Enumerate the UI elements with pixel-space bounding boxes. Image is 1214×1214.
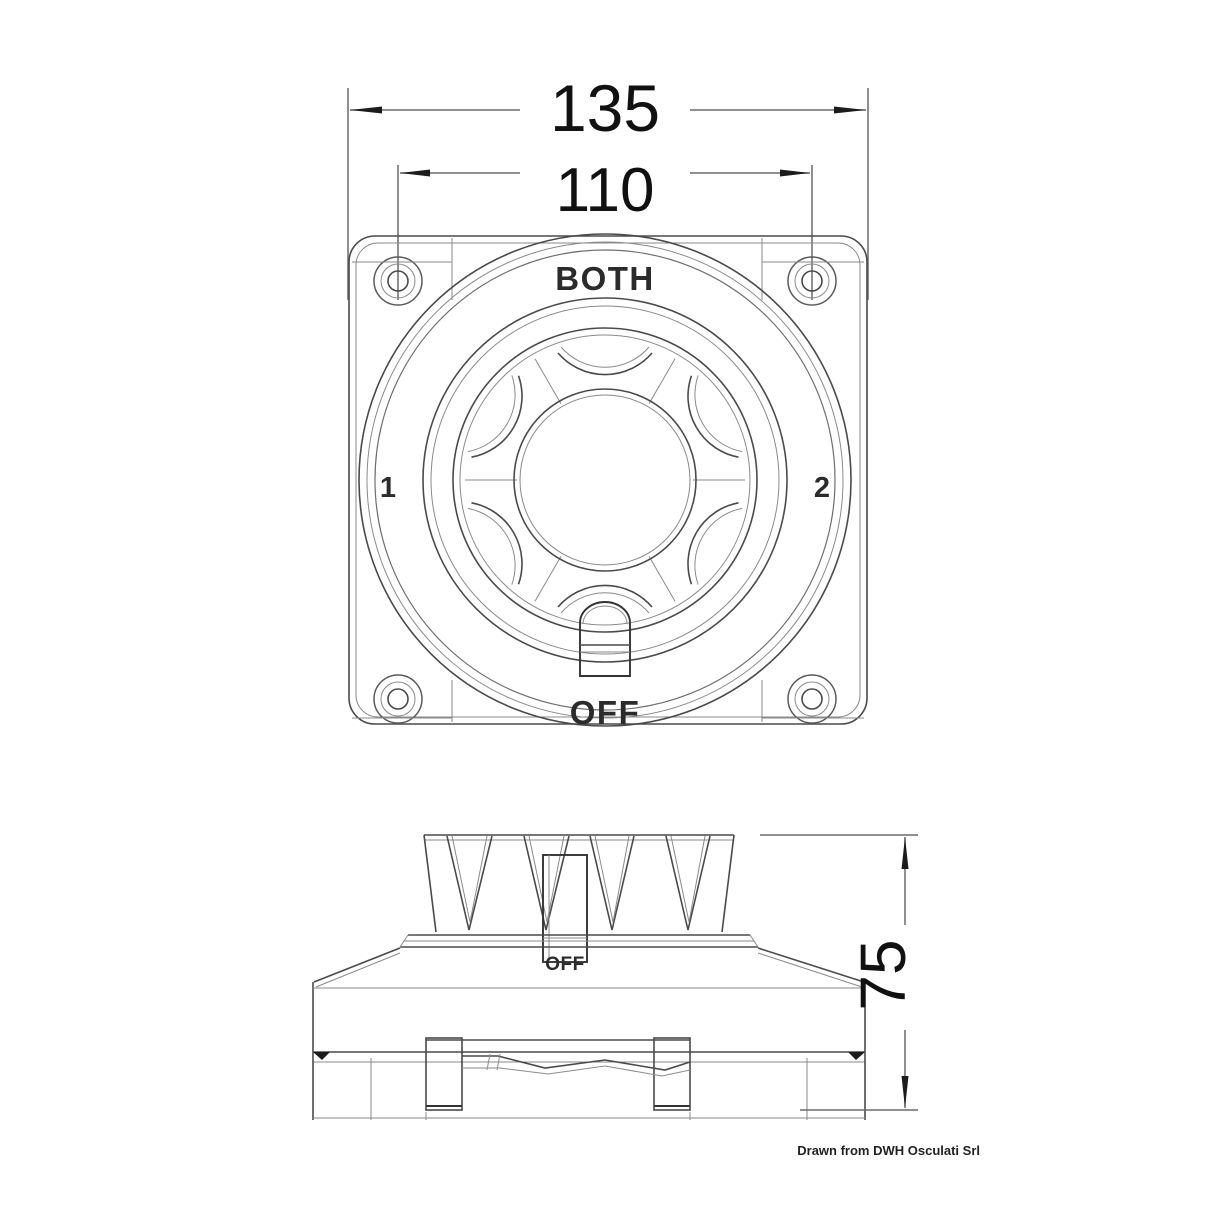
knob-collar-inner: [430, 305, 780, 655]
body-shoulder-left-2: [315, 952, 401, 988]
knob-body-outer: [452, 327, 758, 633]
side-view: OFF: [312, 834, 866, 1120]
front-view: BOTH 1 2 OFF: [348, 233, 868, 731]
knob-flange-right-edge: [749, 934, 759, 948]
knob-center-disc-inner: [519, 394, 691, 566]
label-position-1: 1: [380, 472, 396, 504]
mounting-hole-bottom-left: [373, 674, 423, 724]
knob-left-edge: [423, 834, 437, 933]
dimension-value-110: 110: [556, 156, 655, 225]
body-shoulder-left: [313, 947, 401, 983]
knob-flange-left-edge: [399, 934, 409, 948]
bezel-ring-outer: [358, 233, 852, 727]
bezel-outline-inner: [355, 242, 861, 718]
dimension-110: [397, 165, 813, 300]
mounting-hole-top-left: [373, 256, 423, 306]
knob-grip-scallops: [467, 346, 743, 614]
body-shoulder-right-2: [757, 952, 863, 988]
knob-body-outer-2: [459, 334, 751, 626]
label-position-2: 2: [814, 472, 830, 504]
dimension-value-135: 135: [550, 71, 660, 145]
credit-text: Drawn from DWH Osculati Srl: [797, 1143, 980, 1158]
knob-right-edge: [721, 834, 735, 933]
dimension-135: [347, 88, 869, 300]
body-shoulder-right: [757, 947, 865, 983]
terminal-stud-left: [425, 1037, 463, 1111]
dimension-75: 75: [760, 834, 919, 1111]
bezel-ring-outer-3: [374, 249, 836, 711]
side-pointer-tab: [542, 854, 588, 963]
terminal-stud-right: [653, 1037, 691, 1111]
mounting-hole-bottom-right: [787, 674, 837, 724]
mounting-hole-top-right: [787, 256, 837, 306]
bezel-outline: [348, 235, 868, 725]
side-label-off: OFF: [545, 954, 585, 975]
label-both: BOTH: [555, 260, 655, 297]
knob-collar-outer: [422, 297, 788, 663]
bezel-ring-outer-2: [366, 241, 844, 719]
dimension-value-75: 75: [847, 939, 919, 1010]
knob-grip-separators: [465, 358, 745, 602]
knob-grip-profile: [446, 835, 711, 931]
bezel-corner-pads: [352, 238, 864, 722]
label-off: OFF: [570, 694, 640, 731]
knob-center-disc: [513, 388, 697, 572]
internal-bridge-bar: [426, 1039, 691, 1077]
knob-pointer-tab: [579, 601, 631, 677]
